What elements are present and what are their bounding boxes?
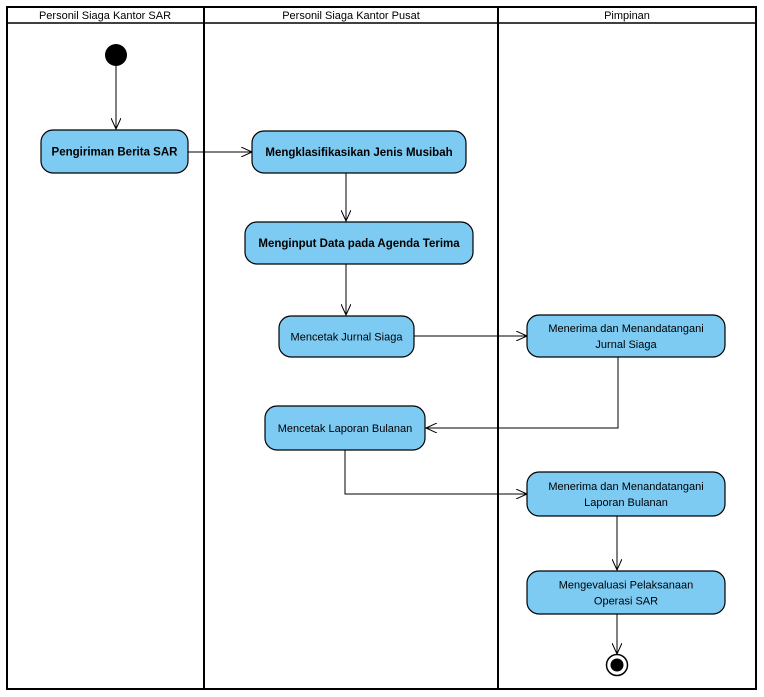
activity-label: Menerima dan Menandatangani: [548, 323, 703, 335]
activity-label: Laporan Bulanan: [584, 497, 668, 509]
activity-label: Pengiriman Berita SAR: [52, 147, 179, 159]
activity-label: Menerima dan Menandatangani: [548, 481, 703, 493]
activity-box: [526, 570, 726, 615]
activity-pengiriman: Pengiriman Berita SAR: [40, 129, 189, 174]
final-node: [605, 653, 629, 677]
activity-box: [40, 129, 189, 174]
flow-terima-jurnal-to-cetak-laporan: [426, 357, 619, 428]
activity-label: Mengklasifikasikan Jenis Musibah: [265, 147, 452, 159]
activity-label: Mengevaluasi Pelaksanaan: [559, 580, 694, 592]
activity-box: [526, 314, 726, 358]
activity-label: Mencetak Jurnal Siaga: [291, 332, 404, 344]
initial-node: [105, 44, 127, 66]
activity-box: [244, 221, 474, 265]
lane-title-pusat: Personil Siaga Kantor Pusat: [282, 10, 420, 22]
activity-nodes: Pengiriman Berita SAR Mengklasifikasikan …: [40, 129, 726, 615]
activity-box: [526, 471, 726, 517]
lane-title-pimpinan: Pimpinan: [604, 10, 650, 22]
activity-label: Mencetak Laporan Bulanan: [278, 423, 413, 435]
lane-title-sar: Personil Siaga Kantor SAR: [39, 10, 171, 22]
control-flows: [116, 66, 618, 654]
activity-label: Jurnal Siaga: [595, 339, 657, 351]
activity-klasifikasi: Mengklasifikasikan Jenis Musibah: [251, 130, 467, 174]
activity-box: [278, 315, 415, 358]
swimlane-frame: [6, 6, 757, 690]
activity-box: [264, 405, 426, 451]
activity-label: Operasi SAR: [594, 596, 658, 608]
activity-label: Menginput Data pada Agenda Terima: [258, 238, 460, 250]
activity-input: Menginput Data pada Agenda Terima: [244, 221, 474, 265]
flow-cetak-laporan-to-terima-laporan: [344, 450, 527, 494]
activity-box: [251, 130, 467, 174]
activity-cetak-laporan: Mencetak Laporan Bulanan: [264, 405, 426, 451]
activity-cetak-jurnal: Mencetak Jurnal Siaga: [278, 315, 415, 358]
